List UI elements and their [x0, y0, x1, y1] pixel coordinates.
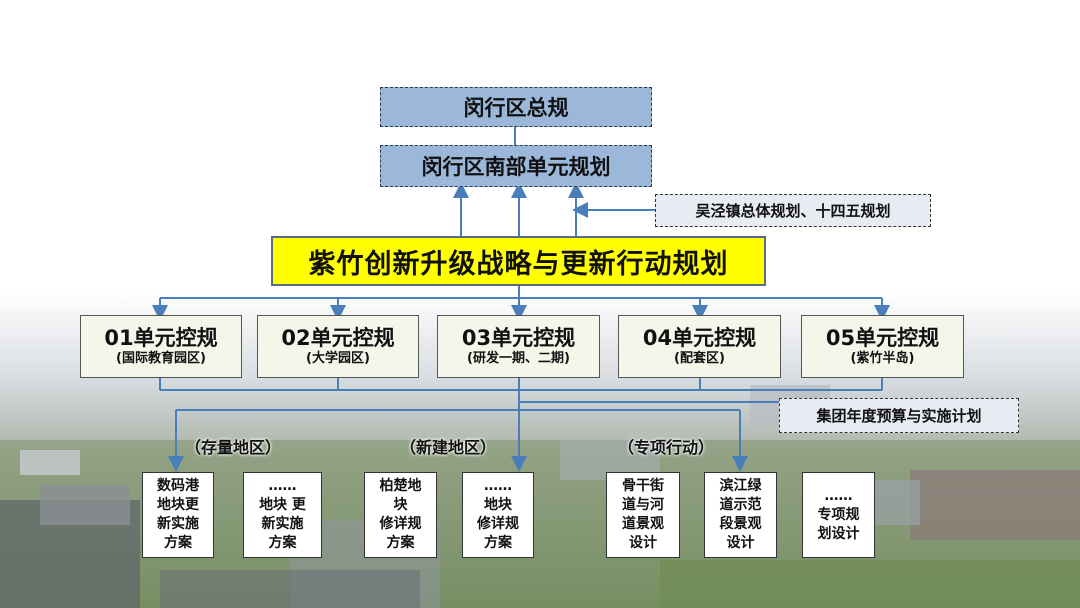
- unit-box-04: 04单元控规 (配套区): [618, 315, 781, 378]
- budget-note-label: 集团年度预算与实施计划: [816, 407, 982, 425]
- leaf-box-6: 滨江绿 道示范 段景观 设计: [704, 472, 777, 558]
- unit-title: 03单元控规: [461, 325, 576, 350]
- leaf-line: ……: [824, 487, 853, 504]
- leaf-line: 柏楚地: [379, 478, 422, 494]
- budget-note-box: 集团年度预算与实施计划: [779, 398, 1019, 433]
- leaf-line: 设计: [726, 535, 755, 551]
- unit-box-01: 01单元控规 (国际教育园区): [80, 315, 242, 378]
- leaf-line: 新实施: [157, 516, 199, 532]
- leaf-line: 地块更: [157, 497, 199, 513]
- leaf-line: 地块 更: [259, 497, 306, 513]
- leaf-line: 方案: [164, 535, 192, 551]
- leaf-line: 方案: [268, 535, 297, 551]
- south-unit-plan-label: 闵行区南部单元规划: [421, 155, 611, 179]
- unit-box-05: 05单元控规 (紫竹半岛): [801, 315, 964, 378]
- main-strategy-label: 紫竹创新升级战略与更新行动规划: [308, 248, 729, 280]
- unit-subtitle: (配套区): [674, 350, 725, 366]
- leaf-line: 骨干街: [622, 478, 664, 494]
- leaf-line: 块: [393, 497, 408, 513]
- leaf-line: 修详规: [379, 516, 422, 532]
- leaf-line: 方案: [484, 535, 512, 551]
- unit-title: 04单元控规: [642, 325, 757, 350]
- leaf-line: 方案: [386, 535, 415, 551]
- unit-subtitle: (研发一期、二期): [467, 350, 570, 366]
- leaf-line: 道景观: [622, 516, 664, 532]
- leaf-line: 滨江绿: [719, 478, 762, 494]
- leaf-line: 数码港: [157, 478, 199, 494]
- leaf-line: 道示范: [719, 497, 762, 513]
- unit-box-03: 03单元控规 (研发一期、二期): [437, 315, 600, 378]
- leaf-line: ……: [268, 478, 297, 494]
- main-strategy-box: 紫竹创新升级战略与更新行动规划: [271, 236, 766, 286]
- leaf-box-3: 柏楚地 块 修详规 方案: [364, 472, 437, 558]
- town-plan-note-box: 吴泾镇总体规划、十四五规划: [655, 194, 931, 227]
- unit-title: 02单元控规: [281, 325, 395, 350]
- town-plan-note-label: 吴泾镇总体规划、十四五规划: [695, 202, 891, 220]
- unit-title: 01单元控规: [104, 325, 218, 350]
- leaf-line: 地块: [484, 497, 512, 513]
- leaf-line: 专项规: [817, 506, 860, 523]
- leaf-line: 道与河: [622, 497, 664, 513]
- leaf-box-5: 骨干街 道与河 道景观 设计: [606, 472, 680, 558]
- district-master-plan-label: 闵行区总规: [463, 96, 569, 120]
- leaf-line: ……: [484, 478, 512, 494]
- leaf-box-2: …… 地块 更 新实施 方案: [243, 472, 322, 558]
- unit-title: 05单元控规: [825, 325, 940, 350]
- leaf-box-4: …… 地块 修详规 方案: [462, 472, 534, 558]
- district-master-plan-box: 闵行区总规: [380, 87, 652, 127]
- group-label-special: （专项行动）: [618, 438, 715, 457]
- group-label-existing: （存量地区）: [185, 438, 282, 457]
- unit-subtitle: (大学园区): [306, 350, 370, 366]
- unit-subtitle: (紫竹半岛): [850, 350, 915, 366]
- unit-box-02: 02单元控规 (大学园区): [257, 315, 419, 378]
- leaf-line: 划设计: [817, 525, 860, 542]
- group-label-new: （新建地区）: [400, 438, 497, 457]
- leaf-line: 新实施: [261, 516, 304, 532]
- leaf-box-7: …… 专项规 划设计: [802, 472, 875, 558]
- leaf-line: 段景观: [719, 516, 762, 532]
- leaf-box-1: 数码港 地块更 新实施 方案: [142, 472, 214, 558]
- leaf-line: 修详规: [477, 516, 519, 532]
- unit-subtitle: (国际教育园区): [116, 350, 206, 366]
- south-unit-plan-box: 闵行区南部单元规划: [380, 145, 652, 187]
- leaf-line: 设计: [629, 535, 657, 551]
